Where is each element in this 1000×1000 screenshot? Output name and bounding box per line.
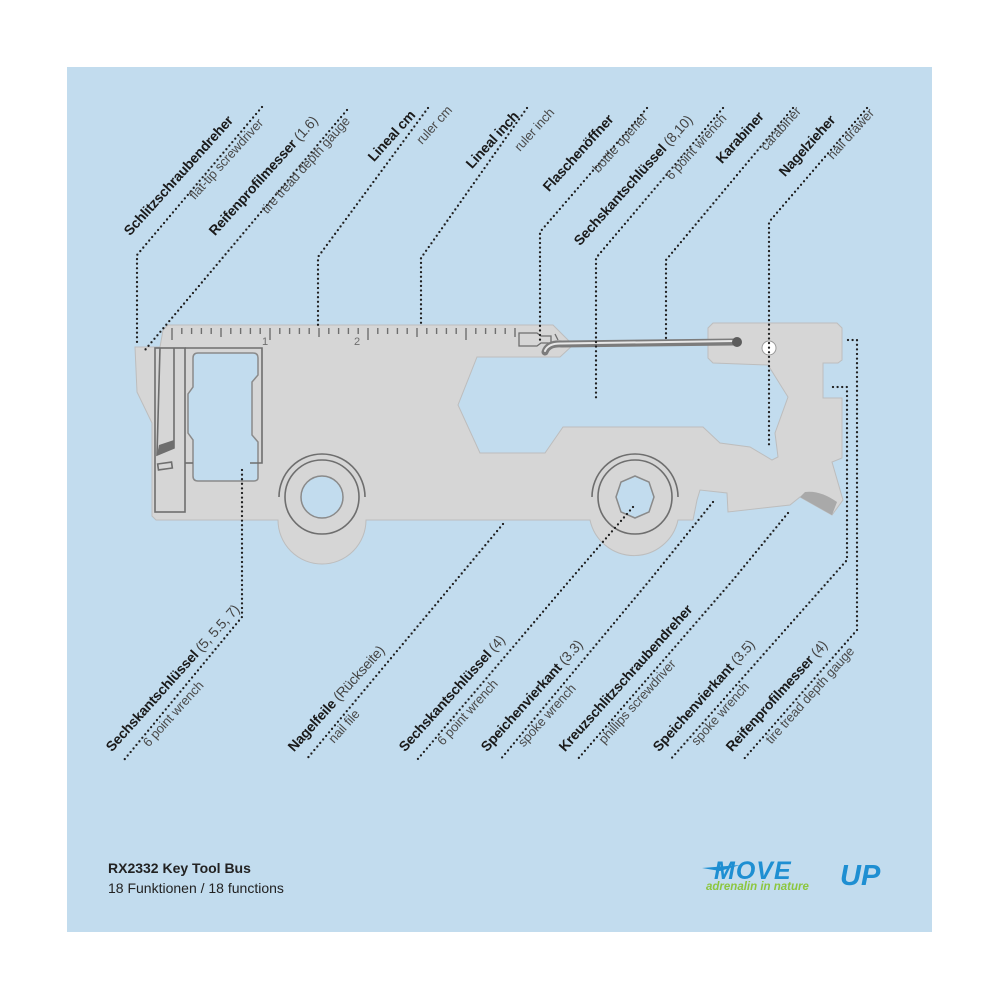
product-caption: RX2332 Key Tool Bus 18 Funktionen / 18 f… bbox=[108, 858, 284, 898]
product-title: RX2332 Key Tool Bus bbox=[108, 860, 251, 876]
windshield-shade bbox=[157, 440, 174, 455]
product-subtitle: 18 Funktionen / 18 functions bbox=[108, 880, 284, 896]
tread-gauge-jaw bbox=[800, 491, 837, 515]
left-wheel bbox=[278, 453, 366, 535]
ruler-ticks bbox=[171, 328, 516, 340]
logo-move: MOVE bbox=[714, 857, 792, 885]
window-cutout bbox=[187, 352, 259, 482]
carabiner-hinge bbox=[732, 337, 742, 347]
moveup-logo: MOVE UP adrenalin in nature bbox=[702, 857, 881, 893]
ruler-label-1: 1 bbox=[262, 336, 268, 348]
logo-up: UP bbox=[840, 860, 881, 892]
ruler-label-2: 2 bbox=[354, 336, 360, 348]
right-wheel-hex-wrench bbox=[591, 453, 679, 535]
bus-outline bbox=[154, 347, 263, 513]
logo-tagline: adrenalin in nature bbox=[706, 881, 809, 893]
leader-lines bbox=[122, 105, 869, 762]
